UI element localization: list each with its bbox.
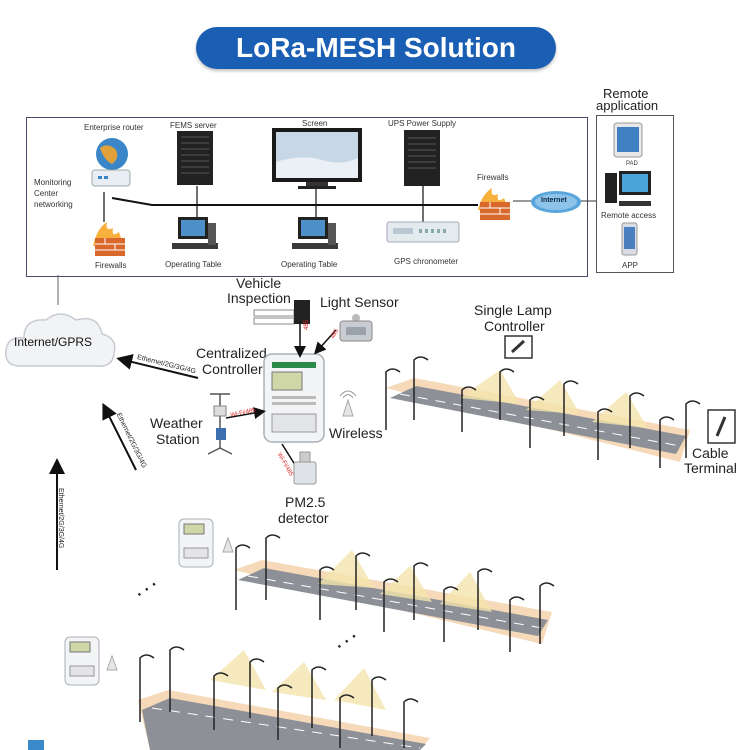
remote-access-label: Remote access xyxy=(601,211,657,220)
controller-unit-icon xyxy=(64,636,100,691)
monitor-icon xyxy=(272,128,364,195)
tablet-icon xyxy=(613,122,644,164)
controller-unit-icon xyxy=(178,518,214,573)
road-2 xyxy=(234,534,555,652)
ups-server-icon xyxy=(404,130,444,193)
cable-terminal-label-1: Cable xyxy=(692,445,729,461)
router-icon xyxy=(90,136,134,197)
screen-label: Screen xyxy=(302,119,328,128)
cloud-icon xyxy=(2,304,118,383)
desktop-computer-icon xyxy=(605,171,653,214)
light-sensor-icon xyxy=(338,313,374,350)
cloud-label: Internet/GPRS xyxy=(14,335,93,349)
wireless-antenna-icon xyxy=(104,652,120,677)
app-label: APP xyxy=(622,261,639,270)
footer-marker xyxy=(28,740,44,750)
server-icon xyxy=(177,131,217,192)
light-sensor-label: Light Sensor xyxy=(320,294,399,310)
single-lamp-label-2: Controller xyxy=(484,318,545,334)
monitoring-center-label: Monitoring Center networking xyxy=(34,178,73,209)
vehicle-inspection-label-1: Vehicle xyxy=(236,275,282,291)
page-title: LoRa-MESH Solution xyxy=(196,27,556,69)
operating-table-1-label: Operating Table xyxy=(165,260,222,269)
vehicle-inspection-label-2: Inspection xyxy=(227,290,291,306)
wireless-antenna-icon xyxy=(220,534,236,559)
pm25-label-1: PM2.5 xyxy=(285,494,326,510)
cable-terminal-label-2: Terminal xyxy=(684,460,737,476)
fems-server-label: FEMS server xyxy=(170,121,217,130)
operating-table-2-label: Operating Table xyxy=(281,260,338,269)
remote-title-1: Remote xyxy=(603,86,649,101)
gps-chronometer-label: GPS chronometer xyxy=(394,257,459,266)
road-1 xyxy=(385,356,701,468)
enterprise-router-label: Enterprise router xyxy=(84,123,144,132)
smartphone-icon xyxy=(621,222,638,262)
gps-chronometer-icon xyxy=(386,220,461,249)
firewalls-right-label: Firewalls xyxy=(477,173,509,182)
internet-label: Internet xyxy=(541,197,567,204)
wireless-antenna-icon xyxy=(337,386,359,427)
firewall-icon xyxy=(474,184,514,227)
weather-station-label-1: Weather xyxy=(150,415,203,431)
internet-cloud-icon xyxy=(530,190,582,219)
cable-terminal-icon xyxy=(707,409,737,450)
firewall-icon xyxy=(89,218,129,263)
workstation-icon xyxy=(172,217,218,260)
pm25-label-2: detector xyxy=(278,510,329,526)
weather-station-label-2: Station xyxy=(156,431,200,447)
firewalls-left-label: Firewalls xyxy=(95,261,127,270)
workstation-icon xyxy=(292,217,338,260)
vehicle-inspection-device-icon xyxy=(253,296,314,331)
centralized-controller-icon xyxy=(262,353,326,449)
wireless-label: Wireless xyxy=(329,425,383,441)
single-lamp-controller-icon xyxy=(504,335,534,366)
pad-label: PAD xyxy=(626,161,638,167)
single-lamp-label-1: Single Lamp xyxy=(474,302,552,318)
road-3 xyxy=(138,646,430,750)
centralized-controller-label-1: Centralized xyxy=(196,345,267,361)
remote-title-2: application xyxy=(596,98,659,113)
centralized-controller-label-2: Controller xyxy=(202,361,263,377)
pm25-detector-icon xyxy=(290,451,320,493)
weather-station-icon xyxy=(204,390,238,461)
ups-label: UPS Power Supply xyxy=(388,119,457,128)
